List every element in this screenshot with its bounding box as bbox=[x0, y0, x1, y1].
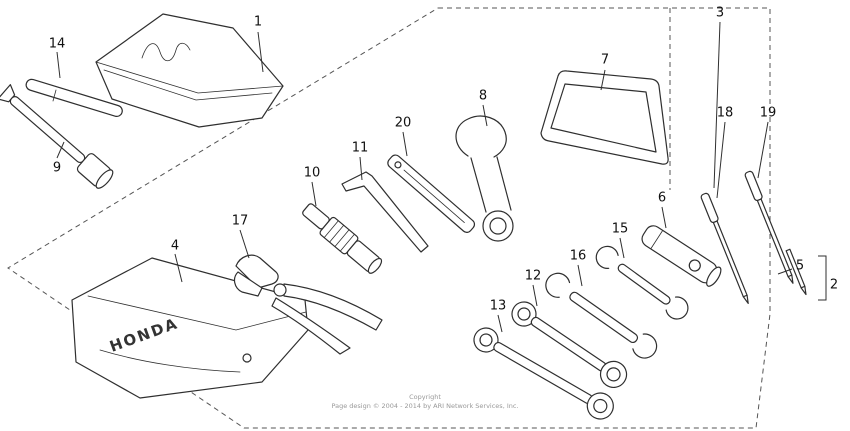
bag-snap-button bbox=[242, 353, 252, 363]
leader-line-part-9 bbox=[56, 141, 65, 159]
spark-plug-wrench bbox=[302, 203, 383, 274]
part-label-1[interactable]: 1 bbox=[254, 15, 262, 30]
leader-line-part-16 bbox=[577, 264, 583, 287]
footer-copyright: Copyright Page design © 2004 - 2014 by A… bbox=[331, 393, 518, 410]
part-label-2[interactable]: 2 bbox=[830, 278, 838, 293]
part-label-4[interactable]: 4 bbox=[171, 239, 179, 254]
part-label-18[interactable]: 18 bbox=[717, 106, 734, 121]
part-label-8[interactable]: 8 bbox=[479, 89, 487, 104]
hex-wrench bbox=[341, 171, 429, 253]
flat-bar-tool bbox=[387, 154, 476, 233]
leader-line-part-4 bbox=[174, 253, 183, 283]
leader-line-part-3 bbox=[713, 21, 721, 189]
hook-spanner bbox=[455, 115, 514, 242]
part-label-14[interactable]: 14 bbox=[49, 37, 66, 52]
screwdriver-blade bbox=[785, 248, 807, 296]
part-labels: 1 2 3 4 5 6 7 8 9 10 11 12 13 14 15 16 1… bbox=[49, 6, 838, 314]
part-label-15[interactable]: 15 bbox=[612, 222, 629, 237]
part-label-6[interactable]: 6 bbox=[658, 191, 666, 206]
plug-socket bbox=[641, 225, 722, 287]
part-label-19[interactable]: 19 bbox=[760, 106, 777, 121]
leader-line-part-7 bbox=[600, 69, 606, 91]
copyright-line-2: Page design © 2004 - 2014 by ARI Network… bbox=[331, 402, 518, 410]
tool-pouch-closed bbox=[95, 13, 284, 128]
leader-line-part-10 bbox=[311, 181, 317, 207]
leader-line-part-18 bbox=[716, 121, 726, 199]
leader-line-part-13 bbox=[497, 314, 503, 333]
part-label-16[interactable]: 16 bbox=[570, 249, 587, 264]
box-wrench bbox=[511, 301, 628, 388]
screwdriver-flat bbox=[744, 170, 794, 284]
leader-line-part-6 bbox=[661, 206, 667, 229]
leader-line-part-11 bbox=[359, 156, 363, 181]
leader-lines bbox=[56, 21, 827, 333]
part-label-5[interactable]: 5 bbox=[796, 259, 804, 274]
leader-line-part-19 bbox=[757, 121, 769, 179]
part-label-11[interactable]: 11 bbox=[352, 141, 369, 156]
part-label-3[interactable]: 3 bbox=[716, 6, 724, 21]
leader-line-part-17 bbox=[239, 229, 250, 259]
tommy-bar bbox=[25, 78, 123, 117]
part-label-12[interactable]: 12 bbox=[525, 269, 542, 284]
part-label-17[interactable]: 17 bbox=[232, 214, 249, 229]
pliers-pivot bbox=[273, 283, 287, 297]
part-label-10[interactable]: 10 bbox=[304, 166, 321, 181]
leader-line-part-14 bbox=[56, 51, 61, 79]
open-end-wrench bbox=[545, 272, 658, 359]
box-wrench-long bbox=[473, 327, 614, 420]
copyright-line-1: Copyright bbox=[409, 393, 441, 401]
leader-line-part-8 bbox=[482, 104, 488, 127]
leader-line-part-20 bbox=[402, 131, 408, 157]
bar-loop-tool bbox=[540, 70, 669, 165]
wheel-wrench bbox=[0, 84, 114, 189]
leader-line-part-1 bbox=[257, 31, 264, 73]
open-end-wrench-small bbox=[595, 245, 689, 320]
part-label-20[interactable]: 20 bbox=[395, 116, 412, 131]
leader-line-part-5 bbox=[777, 268, 793, 275]
dashed-boundary bbox=[7, 7, 771, 429]
part-label-7[interactable]: 7 bbox=[601, 53, 609, 68]
leader-line-part-12 bbox=[532, 284, 538, 307]
part-label-13[interactable]: 13 bbox=[490, 299, 507, 314]
part-label-9[interactable]: 9 bbox=[53, 161, 61, 176]
pliers bbox=[233, 254, 383, 355]
bracket-part-2 bbox=[818, 255, 827, 301]
leader-line-part-15 bbox=[619, 237, 625, 259]
screwdriver-phillips bbox=[700, 192, 749, 305]
